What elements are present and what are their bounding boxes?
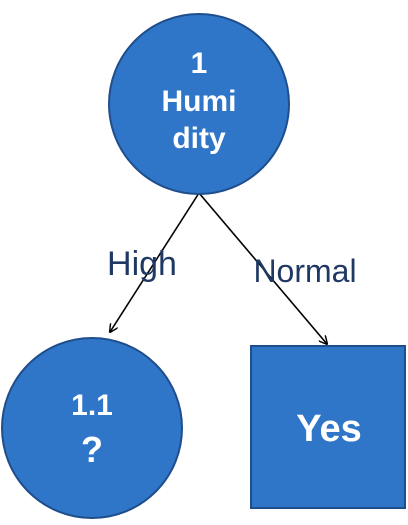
right-child-square [250,345,406,509]
edge-label-high: High [107,245,177,283]
edge-normal-line [198,192,327,344]
root-node-id: 1 [191,47,208,80]
root-node-circle [108,13,290,195]
root-node-label-line2: dity [172,122,226,155]
root-node: 1 Humi dity [108,13,290,195]
root-node-label-line1: Humi [162,85,237,118]
left-child-id: 1.1 [71,389,113,422]
edge-high-line [110,192,200,332]
left-child-node: 1.1 ? [1,337,183,519]
left-child-circle [1,337,183,519]
right-child-leaf: Yes [250,345,406,509]
edge-label-normal: Normal [253,253,356,289]
right-child-label: Yes [296,408,362,450]
left-child-label: ? [81,429,103,470]
